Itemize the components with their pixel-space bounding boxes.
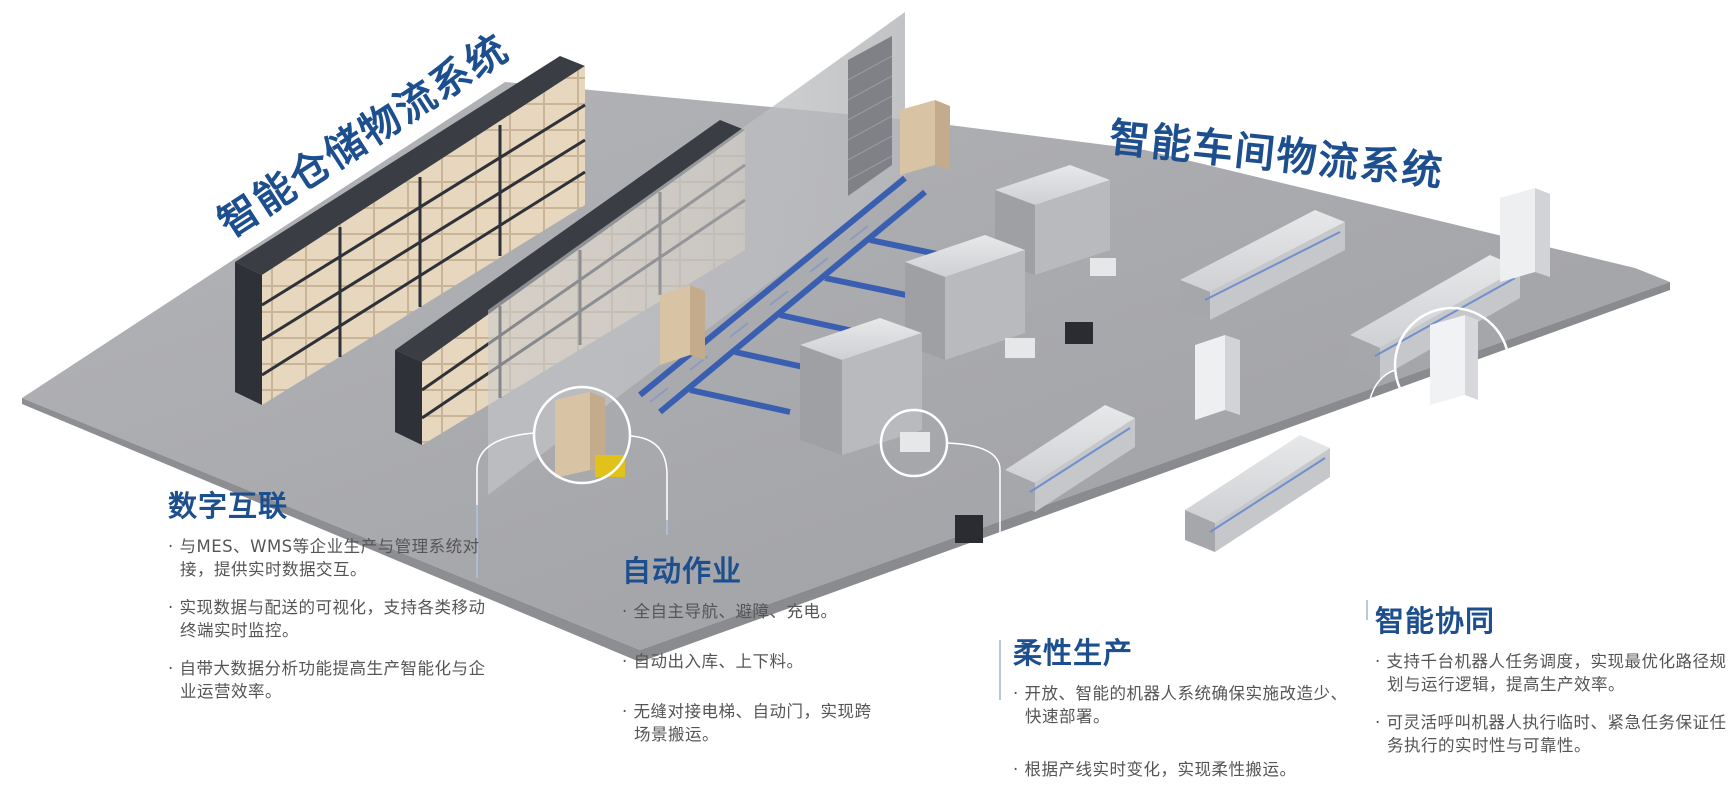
feature-flexible-item: 开放、智能的机器人系统确保实施改造少、快速部署。 <box>1013 682 1353 728</box>
feature-collab-item: 支持千台机器人任务调度，实现最优化路径规划与运行逻辑，提高生产效率。 <box>1375 650 1730 696</box>
roller-door <box>848 36 892 196</box>
feature-auto: 自动作业 全自主导航、避障、充电。 自动出入库、上下料。 无缝对接电梯、自动门，… <box>622 548 882 761</box>
feature-collab-title: 智能协同 <box>1375 604 1496 638</box>
feature-flexible: 柔性生产 开放、智能的机器人系统确保实施改造少、快速部署。 根据产线实时变化，实… <box>1013 630 1353 796</box>
feature-flexible-item: 根据产线实时变化，实现柔性搬运。 <box>1013 758 1353 781</box>
feature-flexible-title: 柔性生产 <box>1013 636 1134 670</box>
conveyor-lines <box>638 175 976 415</box>
floor-edge-right <box>640 282 1670 662</box>
cargo-loads <box>555 100 950 478</box>
rack-row-1 <box>235 56 586 405</box>
callout-lines <box>476 369 1396 700</box>
feature-digital-item: 与MES、WMS等企业生产与管理系统对接，提供实时数据交互。 <box>168 535 493 581</box>
agv-robots <box>900 258 1116 543</box>
feature-collab-item: 可灵活呼叫机器人执行临时、紧急任务保证任务执行的实时性与可靠性。 <box>1375 711 1730 757</box>
feature-auto-item: 自动出入库、上下料。 <box>622 650 882 673</box>
partition-wall <box>488 12 905 495</box>
feature-auto-item: 无缝对接电梯、自动门，实现跨场景搬运。 <box>622 700 882 746</box>
feature-digital-item: 实现数据与配送的可视化，支持各类移动终端实时监控。 <box>168 596 493 642</box>
feature-auto-item: 全自主导航、避障、充电。 <box>622 600 882 623</box>
workshop-machines <box>800 165 1550 552</box>
feature-digital-item: 自带大数据分析功能提高生产智能化与企业运营效率。 <box>168 657 493 703</box>
feature-digital-title: 数字互联 <box>168 489 289 523</box>
feature-auto-title: 自动作业 <box>622 554 743 588</box>
feature-collab: 智能协同 支持千台机器人任务调度，实现最优化路径规划与运行逻辑，提高生产效率。 … <box>1375 598 1730 772</box>
feature-digital: 数字互联 与MES、WMS等企业生产与管理系统对接，提供实时数据交互。 实现数据… <box>168 483 493 718</box>
